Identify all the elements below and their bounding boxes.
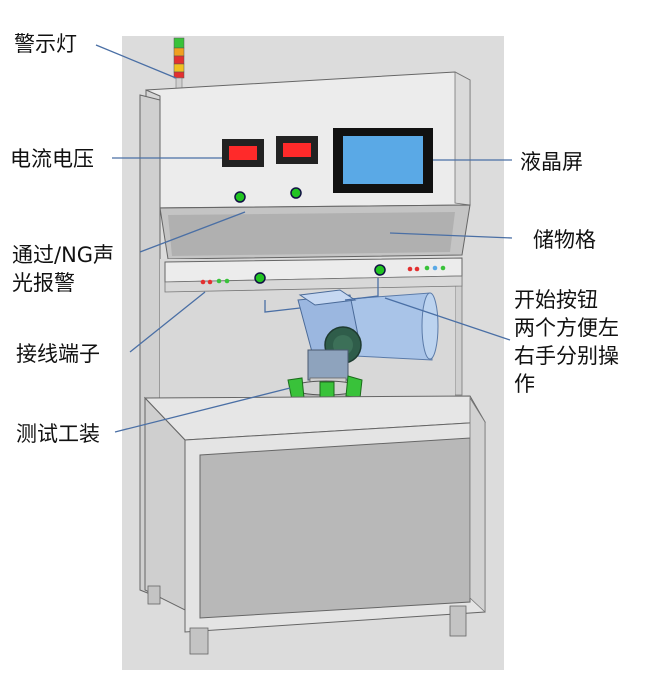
start-button-right	[374, 264, 386, 276]
label-warning-light: 警示灯	[14, 32, 77, 56]
storage-compartment	[159, 204, 471, 260]
leader-terminal-block	[129, 291, 206, 353]
terminal-strip	[164, 257, 463, 293]
meter-knob-right	[290, 187, 302, 199]
label-lcd-screen: 液晶屏	[520, 150, 583, 174]
label-alarm-line1: 通过/NG声	[12, 243, 115, 267]
voltmeter-display	[276, 136, 318, 164]
leader-start-left	[264, 300, 301, 313]
leader-start-right	[344, 278, 379, 301]
label-storage: 储物格	[533, 228, 596, 252]
leader-lines	[95, 44, 513, 433]
machine-feet	[147, 585, 467, 655]
label-start-line2: 两个方便左	[514, 316, 619, 340]
label-test-fixture: 测试工装	[16, 422, 100, 446]
test-device-motor	[297, 289, 439, 387]
leader-alarm	[139, 211, 246, 253]
label-start-line4: 作	[514, 372, 535, 396]
label-current-voltage: 电流电压	[10, 147, 94, 171]
leader-start-main	[384, 297, 511, 341]
lcd-screen	[333, 128, 433, 193]
label-start-button: 开始按钮 两个方便左 右手分别操 作	[514, 286, 659, 398]
start-button-left	[254, 272, 266, 284]
label-alarm: 通过/NG声 光报警	[12, 241, 152, 297]
lower-cabinet	[143, 395, 486, 633]
label-alarm-line2: 光报警	[12, 271, 75, 295]
leader-warning-light	[95, 44, 177, 79]
meter-knob-left	[234, 191, 246, 203]
label-start-line3: 右手分别操	[514, 344, 619, 368]
leader-test-fixture	[114, 387, 291, 433]
label-terminal-block: 接线端子	[16, 342, 100, 366]
ammeter-display	[222, 139, 264, 167]
label-start-line1: 开始按钮	[514, 288, 598, 312]
leader-storage	[389, 232, 513, 239]
